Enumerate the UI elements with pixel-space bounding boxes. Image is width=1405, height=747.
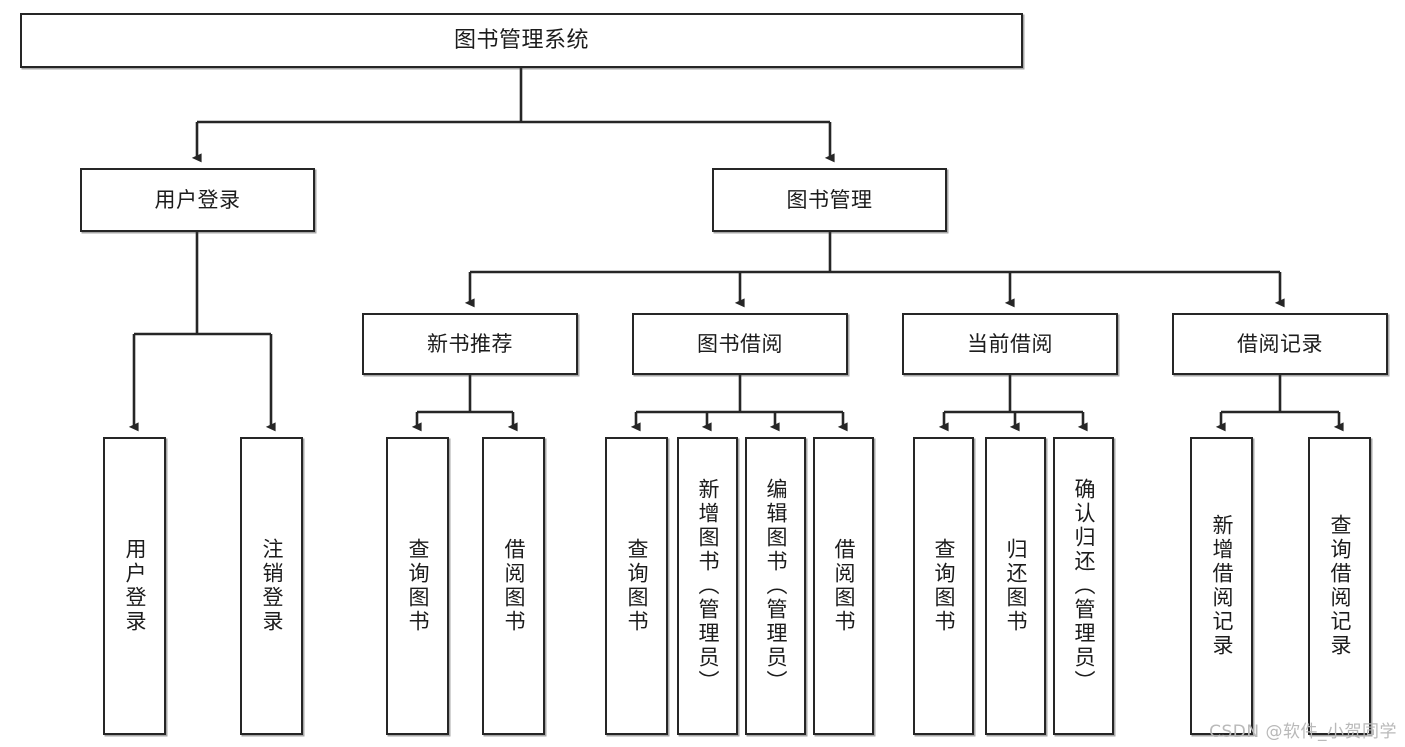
node-图书管理[interactable]: 图书管理 [712,168,947,232]
leaf-node-借阅图书[interactable]: 借阅图书 [482,437,545,735]
leaf-node-查询图书[interactable]: 查询图书 [386,437,449,735]
node-label: 当前借阅 [967,331,1053,356]
leaf-node-label: 借阅图书 [832,538,856,634]
node-label: 图书管理 [786,187,873,212]
leaf-node-label: 查询图书 [625,538,649,634]
node-label: 图书借阅 [697,331,783,356]
leaf-node-新增借阅记录[interactable]: 新增借阅记录 [1190,437,1253,735]
leaf-node-查询图书[interactable]: 查询图书 [913,437,974,735]
node-label: 用户登录 [154,187,241,212]
leaf-node-label: 借阅图书 [502,538,526,634]
node-用户登录[interactable]: 用户登录 [80,168,315,232]
leaf-node-label: 归还图书 [1004,538,1028,634]
node-root-system[interactable]: 图书管理系统 [20,13,1023,68]
leaf-node-查询图书[interactable]: 查询图书 [605,437,668,735]
node-root-label: 图书管理系统 [453,27,589,53]
node-label: 新书推荐 [427,331,513,356]
leaf-node-查询借阅记录[interactable]: 查询借阅记录 [1308,437,1371,735]
leaf-node-确认归还（管理员）[interactable]: 确认归还（管理员） [1053,437,1114,735]
leaf-node-label: 查询图书 [932,538,956,634]
leaf-node-label: 注销登录 [260,538,284,634]
leaf-node-借阅图书[interactable]: 借阅图书 [813,437,874,735]
node-label: 借阅记录 [1237,331,1323,356]
leaf-node-label: 用户登录 [123,538,147,634]
leaf-node-label: 查询图书 [406,538,430,634]
leaf-node-label: 确认归还（管理员） [1072,478,1096,694]
node-当前借阅[interactable]: 当前借阅 [902,313,1118,375]
leaf-node-编辑图书（管理员）[interactable]: 编辑图书（管理员） [745,437,806,735]
leaf-node-归还图书[interactable]: 归还图书 [985,437,1046,735]
leaf-node-label: 查询借阅记录 [1328,514,1352,658]
leaf-node-label: 新增图书（管理员） [696,478,720,694]
node-借阅记录[interactable]: 借阅记录 [1172,313,1388,375]
leaf-node-注销登录[interactable]: 注销登录 [240,437,303,735]
leaf-node-新增图书（管理员）[interactable]: 新增图书（管理员） [677,437,738,735]
node-图书借阅[interactable]: 图书借阅 [632,313,848,375]
leaf-node-label: 编辑图书（管理员） [764,478,788,694]
leaf-node-用户登录[interactable]: 用户登录 [103,437,166,735]
leaf-node-label: 新增借阅记录 [1210,514,1234,658]
node-新书推荐[interactable]: 新书推荐 [362,313,578,375]
